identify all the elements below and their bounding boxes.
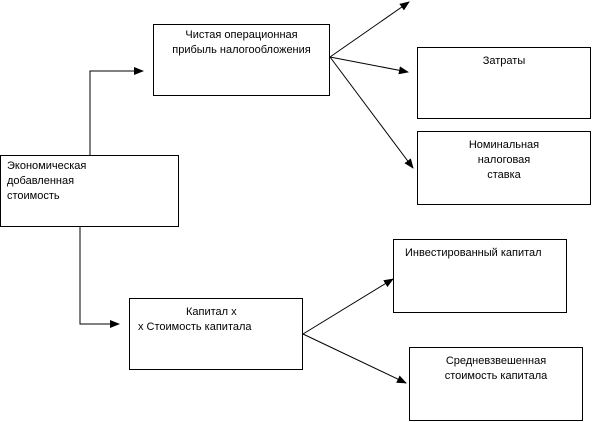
edge-nopat-to-tax-rate [329, 56, 414, 169]
node-text-line: Капитал х [186, 306, 237, 318]
node-text-line: добавленная [7, 175, 75, 187]
edge-capital-to-wacc [302, 333, 407, 384]
node-costs: Затраты [417, 47, 591, 119]
node-text-line: ставка [487, 169, 521, 181]
node-text-line: Экономическая [7, 160, 87, 172]
node-text-line: стоимость капитала [444, 370, 548, 382]
node-text-line: Чистая операционная [185, 29, 298, 41]
node-invested-capital: Инвестированный капитал [393, 239, 567, 313]
node-text-line: стоимость [7, 190, 60, 202]
edge-capital-to-invested [302, 278, 394, 335]
node-text-line: прибыль налогообложения [172, 44, 311, 56]
edge-nopat-to-offpage [329, 1, 410, 58]
node-text-line: налоговая [477, 154, 531, 166]
node-capital-times-cost: Капитал х х Стоимость капитала [129, 298, 303, 370]
edge-eva-to-nopat [89, 67, 144, 155]
edge-eva-to-capital-x-cost [79, 227, 120, 328]
node-weighted-average-cost-of-capital: Средневзвешенная стоимость капитала [409, 347, 583, 421]
node-text-line: х Стоимость капитала [138, 321, 252, 333]
edge-nopat-to-costs [329, 56, 409, 75]
node-nominal-tax-rate: Номинальная налоговая ставка [417, 131, 591, 205]
node-economic-value-added: Экономическая добавленная стоимость [0, 155, 179, 227]
node-text-line: Средневзвешенная [445, 355, 547, 367]
node-text-line: Номинальная [468, 139, 540, 151]
node-text-line: Инвестированный капитал [405, 247, 542, 259]
node-net-operating-profit: Чистая операционная прибыль налогообложе… [153, 24, 330, 96]
node-text-line: Затраты [482, 55, 526, 67]
